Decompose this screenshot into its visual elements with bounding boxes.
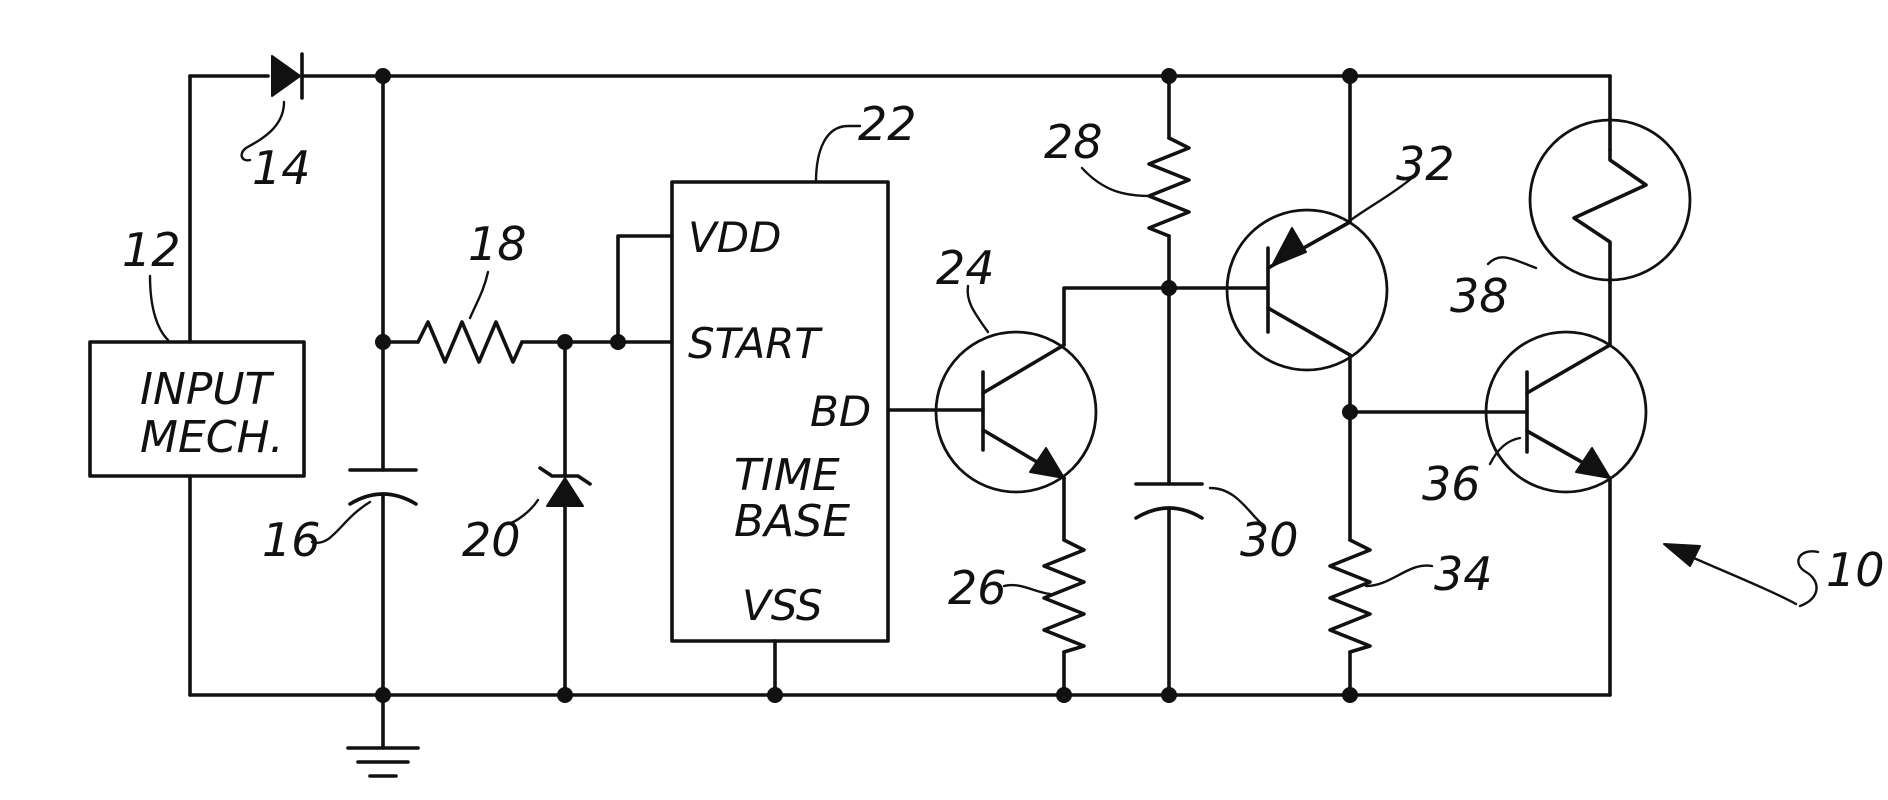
capacitor-30: 30 xyxy=(1136,484,1299,567)
ref-label-36: 36 xyxy=(1422,457,1481,511)
pin-vss-label: VSS xyxy=(742,581,823,630)
ref-label-38: 38 xyxy=(1450,269,1509,323)
resistor-34: 34 xyxy=(1330,540,1493,652)
ref-label-26: 26 xyxy=(948,561,1007,615)
input-mechanism-block: INPUT MECH. 12 xyxy=(90,223,304,476)
ref-label-18: 18 xyxy=(468,217,527,271)
ref-label-14: 14 xyxy=(252,141,311,195)
ref-label-32: 32 xyxy=(1396,137,1455,191)
ref-label-34: 34 xyxy=(1434,547,1493,601)
input-mech-line1: INPUT xyxy=(140,364,275,415)
lamp-38: 38 xyxy=(1450,120,1690,323)
ref-label-10: 10 xyxy=(1826,543,1885,597)
pin-vdd-label: VDD xyxy=(688,213,781,262)
ref-label-28: 28 xyxy=(1044,115,1103,169)
resistor-18: 18 xyxy=(418,217,527,362)
time-base-block: VDD START BD TIME BASE VSS 22 xyxy=(672,97,917,641)
input-mech-line2: MECH. xyxy=(140,412,284,463)
pin-start-label: START xyxy=(688,319,823,368)
resistor-26: 26 xyxy=(948,540,1084,652)
time-base-line1: TIME xyxy=(734,450,840,501)
transistor-36: 36 xyxy=(1422,332,1646,511)
transistor-32: 32 xyxy=(1227,137,1455,370)
time-base-line2: BASE xyxy=(734,496,850,547)
capacitor-16: 16 xyxy=(262,470,416,567)
circuit-reference-10: 10 xyxy=(1664,543,1885,606)
junction-dots xyxy=(375,68,1358,703)
ref-label-12: 12 xyxy=(122,223,181,277)
zener-20: 20 xyxy=(462,468,590,567)
ref-label-20: 20 xyxy=(462,513,521,567)
ref-label-24: 24 xyxy=(936,241,995,295)
ref-label-22: 22 xyxy=(858,97,917,151)
pin-bd-label: BD xyxy=(810,387,871,436)
ref-label-30: 30 xyxy=(1240,513,1299,567)
transistor-24: 24 xyxy=(936,241,1096,492)
ref-label-16: 16 xyxy=(262,513,321,567)
